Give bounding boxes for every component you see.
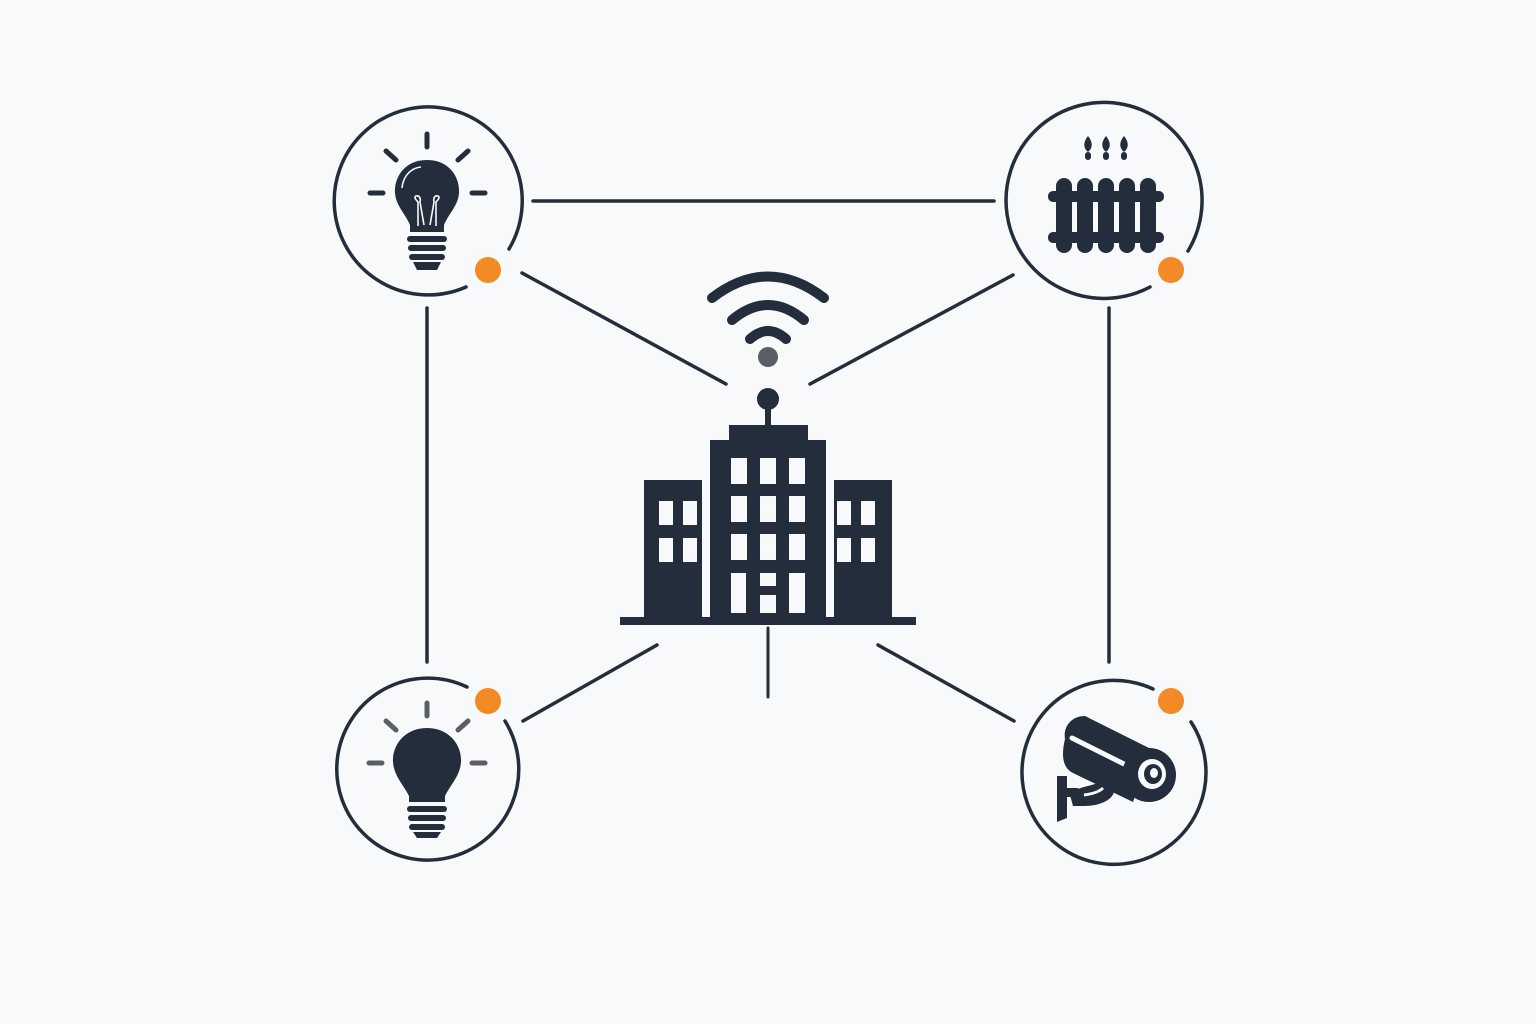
building-windows [659, 458, 875, 613]
building-window [760, 573, 776, 586]
link-hub-to-camera [876, 643, 1016, 723]
building-window [861, 501, 875, 525]
building-window [789, 534, 805, 560]
building-window [659, 538, 673, 562]
office-building-icon [620, 271, 916, 625]
status-dot [1158, 257, 1184, 283]
building-window [683, 538, 697, 562]
building-window [789, 458, 805, 484]
wifi-signal-icon [707, 271, 829, 367]
link-hub-to-light-bottom [521, 643, 659, 723]
building-window [837, 501, 851, 525]
building-window [760, 496, 776, 522]
link-heating-to-hub [808, 273, 1015, 386]
lightbulb-icon [366, 700, 488, 838]
building-window [861, 538, 875, 562]
radiator-icon [1048, 136, 1164, 253]
node-light-top[interactable] [332, 105, 524, 297]
status-dot [1158, 688, 1184, 714]
building-window [731, 573, 746, 613]
security-camera-icon [1057, 716, 1176, 822]
lightbulb-icon [367, 131, 488, 270]
heat-waves [1084, 136, 1128, 160]
building-window [683, 501, 697, 525]
building-window [760, 595, 776, 613]
building-window [837, 538, 851, 562]
building-window [789, 573, 805, 613]
node-security-camera[interactable] [1020, 678, 1208, 867]
building-window [731, 534, 747, 560]
building-window [731, 496, 747, 522]
node-heating[interactable] [1004, 100, 1204, 301]
node-light-bottom[interactable] [335, 676, 521, 862]
building-window [760, 458, 776, 484]
connectors [425, 199, 1111, 723]
status-dot [475, 688, 501, 714]
link-light-top-to-hub [520, 271, 728, 386]
status-dot [475, 257, 501, 283]
building-window [760, 534, 776, 560]
building-window [731, 458, 747, 484]
building-window [789, 496, 805, 522]
building-window [659, 501, 673, 525]
